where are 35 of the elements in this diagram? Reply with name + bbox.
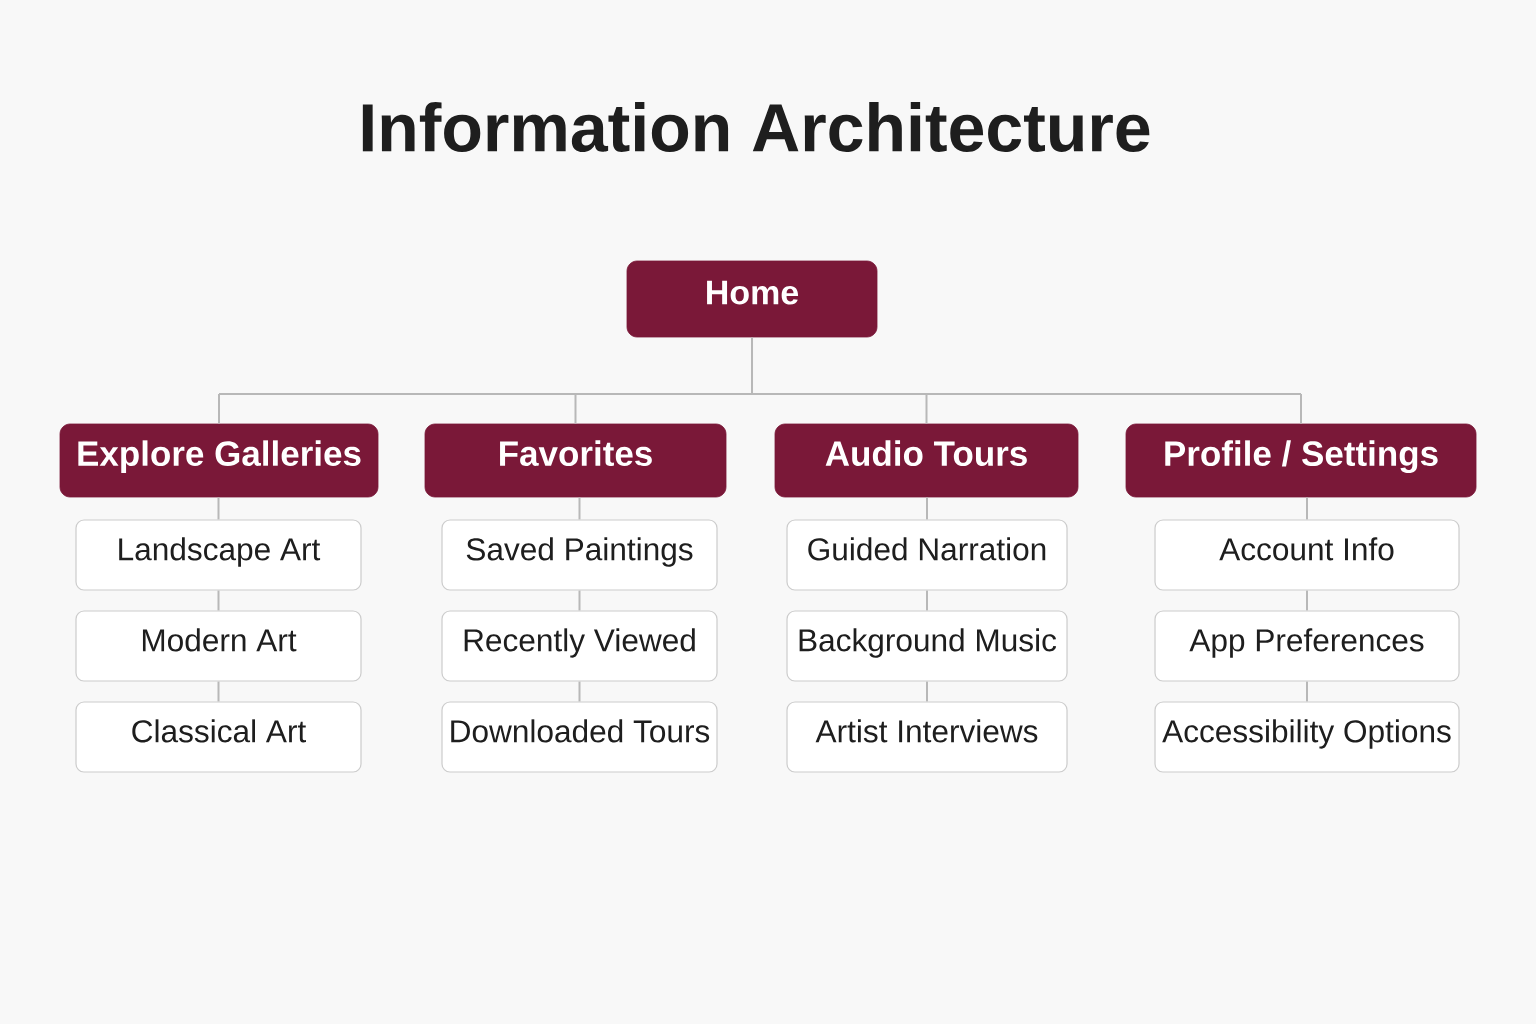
- connector-line: [578, 589, 581, 612]
- page-box: Background Music: [786, 610, 1068, 682]
- page-box: App Preferences: [1154, 610, 1460, 682]
- connector-line: [578, 496, 581, 521]
- category-box: Explore Galleries: [59, 423, 379, 498]
- connector-line: [574, 393, 577, 425]
- page-box: Artist Interviews: [786, 701, 1068, 773]
- page-box: Accessibility Options: [1154, 701, 1460, 773]
- connector-line: [218, 336, 1302, 395]
- connector-line: [578, 680, 581, 703]
- page-box: Saved Paintings: [441, 519, 718, 591]
- connector-line: [925, 393, 928, 425]
- category-box: Favorites: [424, 423, 727, 498]
- connector-line: [1306, 589, 1308, 612]
- page-box: Downloaded Tours: [441, 701, 718, 773]
- connector-line: [1306, 496, 1308, 521]
- page-box: Guided Narration: [786, 519, 1068, 591]
- page-box: Recently Viewed: [441, 610, 718, 682]
- connector-line: [926, 680, 928, 703]
- connector-line: [217, 589, 220, 612]
- page-box: Modern Art: [75, 610, 362, 682]
- connector-line: [1300, 393, 1302, 425]
- root-box: Home: [626, 260, 878, 338]
- page-box: Landscape Art: [75, 519, 362, 591]
- category-box: Profile / Settings: [1125, 423, 1477, 498]
- title: Information Architecture: [362, 102, 1150, 152]
- connector-line: [926, 496, 928, 521]
- connector-line: [217, 496, 220, 521]
- connector-line: [218, 393, 220, 425]
- connector-line: [1306, 680, 1308, 703]
- connector-line: [217, 680, 220, 703]
- category-box: Audio Tours: [774, 423, 1079, 498]
- connector-line: [926, 589, 928, 612]
- page-box: Account Info: [1154, 519, 1460, 591]
- page-box: Classical Art: [75, 701, 362, 773]
